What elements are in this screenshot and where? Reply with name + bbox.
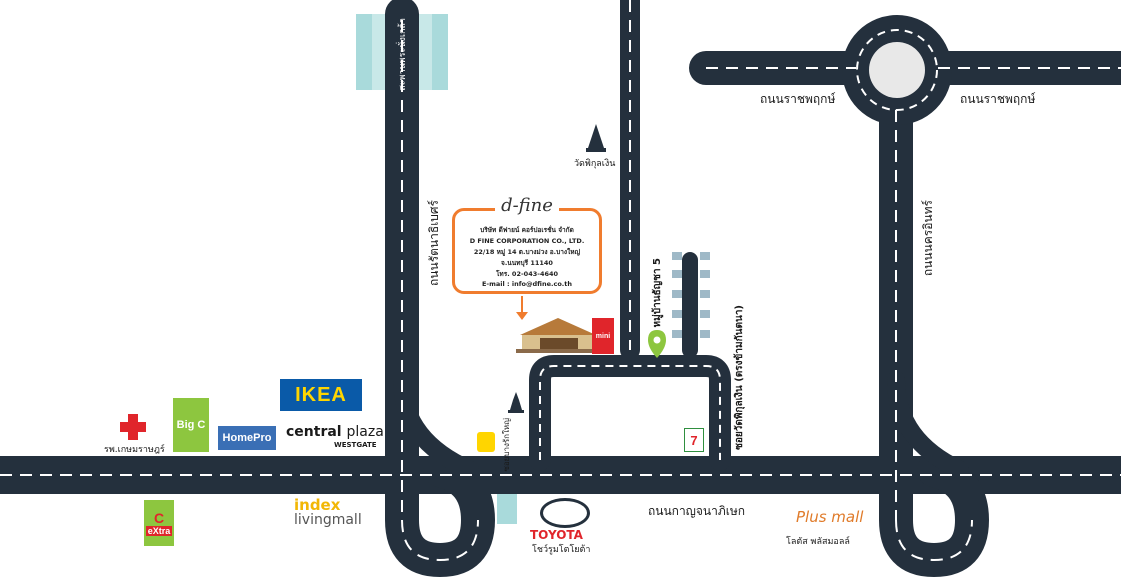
plusmall-th-label: โลตัส พลัสมอลล์ xyxy=(786,537,850,547)
arrow-icon xyxy=(516,296,528,320)
temple-icon-small xyxy=(508,392,524,413)
location-pin-icon xyxy=(648,330,666,358)
hospital-label: รพ.เกษมราษฎร์ xyxy=(104,445,165,455)
gas-station-icon xyxy=(477,432,495,452)
toyota-th-label: โชว์รูมโตโยต้า xyxy=(532,545,591,555)
company-name-en: D FINE CORPORATION CO., LTD. xyxy=(469,237,585,245)
roundabout-island xyxy=(869,42,925,98)
central-logo: central plaza xyxy=(286,424,384,440)
plusmall-logo: Plus mall xyxy=(796,508,864,526)
bigc-logo: Big C xyxy=(173,398,209,452)
mini-bigc-logo: mini xyxy=(592,318,614,354)
company-logo: d-fine xyxy=(455,195,599,216)
seven-eleven-logo: 7 xyxy=(684,428,704,452)
company-name-th: บริษัท ดีฟายน์ คอร์ปอเรชั่น จำกัด xyxy=(480,226,574,234)
road-label-rattanathibet: ถนนรัตนาธิเบศร์ xyxy=(427,200,441,286)
hospital-cross-icon xyxy=(120,414,146,440)
company-address-1: 22/18 หมู่ 14 ต.บางม่วง อ.บางใหญ่ xyxy=(473,248,581,256)
company-info-card: d-fine บริษัท ดีฟายน์ คอร์ปอเรชั่น จำกัด… xyxy=(452,195,602,294)
road-dashes xyxy=(0,474,1121,476)
toyota-emblem-icon xyxy=(540,498,590,528)
central-sub: WESTGATE xyxy=(334,441,377,449)
road-label-nakhon-in: ถนนนครอินทร์ xyxy=(921,200,935,277)
road-label-main: ถนนกาญจนาภิเษก xyxy=(648,504,746,518)
ikea-logo: IKEA xyxy=(280,379,362,411)
village-label: หมู่บ้านธัญชา 5 xyxy=(652,258,663,328)
toyota-label: TOYOTA xyxy=(530,528,583,542)
company-email: E-mail : info@dfine.co.th xyxy=(481,280,573,288)
company-address-2: จ.นนทบุรี 11140 xyxy=(501,259,553,267)
temple-icon xyxy=(586,124,606,152)
company-phone: โทร. 02-043-4640 xyxy=(495,270,559,278)
road-label-soi-watphikulngoen: ซอยวัดพิกุลเงิน (ตรงข้ามกันตนา) xyxy=(734,305,745,450)
index-sub: livingmall xyxy=(294,512,362,528)
village-houses-icon xyxy=(672,252,710,338)
road-label-ratchaphruek-left: ถนนราชพฤกษ์ xyxy=(760,92,836,106)
road-label-soi-bangrakyai: ซอยบางรักใหญ่ xyxy=(502,418,511,472)
temple-label: วัดพิกุลเงิน xyxy=(574,159,616,169)
bridge-label: สะพานพระนั่งเกล้า xyxy=(398,18,408,91)
homepro-logo: HomePro xyxy=(218,426,276,450)
company-building-icon xyxy=(516,318,602,353)
road-label-ratchaphruek-right: ถนนราชพฤกษ์ xyxy=(960,92,1036,106)
index-logo: index xyxy=(294,496,341,514)
